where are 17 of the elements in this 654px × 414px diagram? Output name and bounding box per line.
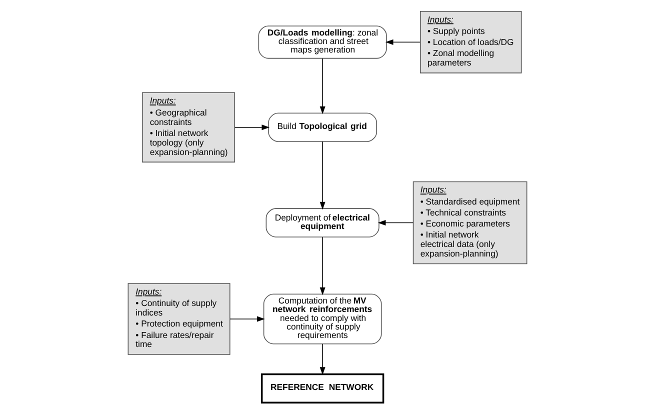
arrow [384,39,420,45]
arrow [234,124,270,130]
arrow [319,344,325,376]
node-box: Inputs: • Standardised equipment • Technical constraints • Economic parameters • Initial network electrical data (only expansion-planning) [412,181,527,264]
arrow [319,58,325,114]
node-box: DG/Loads modelling: zonal classification and street maps generation [258,26,386,59]
node-box: Inputs: • Continuity of supply indices • Protection equipment • Failure rates/repair time [127,283,230,355]
node-box: Inputs: • Supply points • Location of loads/DG • Zonal modelling parameters [419,11,522,74]
node-box: Inputs: • Geographical constraints • Initial network topology (only expansion-planning) [141,92,235,162]
arrow [319,236,325,296]
arrow [377,220,414,226]
node-box: Computation of the MV network reinforcements needed to comply with continuity of supply requirements [262,294,382,344]
node-box: Deployment of electrical equipment [265,208,379,238]
arrow [229,316,264,322]
node-box: REFERENCE NETWORK [260,373,384,404]
node-box: Build Topological grid [268,112,376,142]
arrow [319,141,325,210]
